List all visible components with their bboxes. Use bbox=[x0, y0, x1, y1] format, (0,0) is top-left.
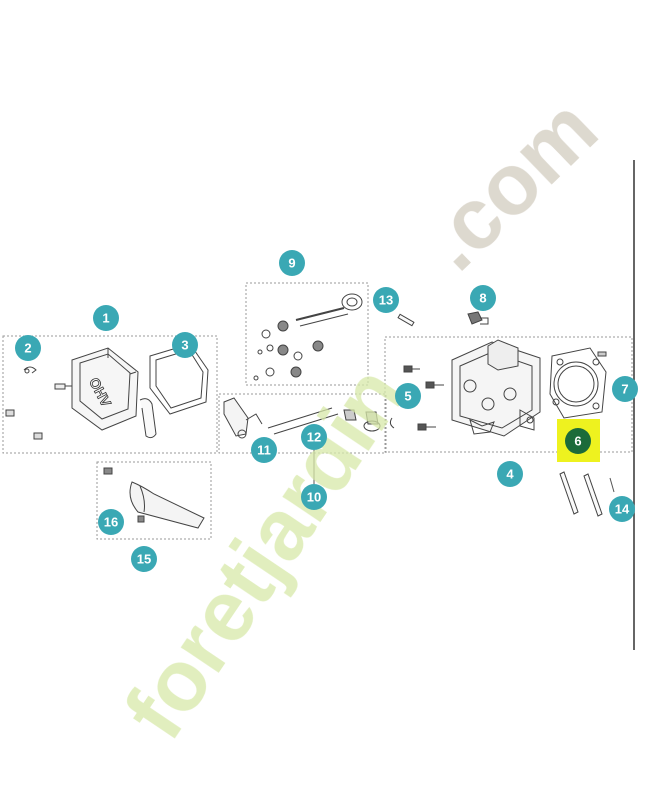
callout-badge-6 bbox=[565, 428, 591, 454]
callout-7: 7 bbox=[612, 376, 638, 402]
callout-1: 1 bbox=[93, 305, 119, 331]
callout-badge-8 bbox=[470, 285, 496, 311]
callout-label-16: 16 bbox=[104, 515, 118, 530]
group-box-shroud bbox=[96, 461, 212, 540]
callout-badge-9 bbox=[279, 250, 305, 276]
callout-label-2: 2 bbox=[24, 341, 31, 356]
callout-label-11: 11 bbox=[257, 443, 271, 458]
callout-badge-7 bbox=[612, 376, 638, 402]
callout-11: 11 bbox=[251, 437, 277, 463]
callout-5: 5 bbox=[395, 383, 421, 409]
callout-12: 12 bbox=[301, 424, 327, 450]
callout-label-5: 5 bbox=[404, 389, 411, 404]
callout-label-15: 15 bbox=[137, 552, 151, 567]
part-push-rods bbox=[267, 407, 381, 435]
part-breather-tube bbox=[139, 398, 157, 439]
callout-14: 14 bbox=[609, 496, 635, 522]
part-1-valve-cover: OHV bbox=[71, 347, 139, 431]
callout-badge-16 bbox=[98, 509, 124, 535]
callout-8: 8 bbox=[470, 285, 496, 311]
part-15-shroud bbox=[103, 467, 205, 529]
part-5-bolts bbox=[389, 365, 444, 431]
part-13-pin bbox=[397, 313, 415, 327]
callout-badge-3 bbox=[172, 332, 198, 358]
part-11-rocker-bracket bbox=[223, 397, 263, 439]
leader-lines bbox=[313, 450, 615, 493]
callout-9: 9 bbox=[279, 250, 305, 276]
callout-badge-14 bbox=[609, 496, 635, 522]
callout-label-14: 14 bbox=[615, 502, 630, 517]
group-box-valves bbox=[245, 282, 369, 386]
part-drawings: OHV bbox=[5, 293, 607, 529]
callout-badge-10 bbox=[301, 484, 327, 510]
group-boxes bbox=[2, 282, 633, 540]
part-14-dowels bbox=[559, 471, 603, 517]
watermark: foretjardin .com bbox=[106, 80, 615, 755]
group-box-valve-cover bbox=[2, 335, 218, 454]
callout-label-6: 6 bbox=[574, 434, 581, 449]
callout-badge-2 bbox=[15, 335, 41, 361]
group-box-rocker bbox=[218, 393, 387, 454]
callout-label-12: 12 bbox=[307, 430, 321, 445]
callout-6: 6 bbox=[565, 428, 591, 454]
watermark-text-com: .com bbox=[405, 80, 616, 288]
part-bolts-left bbox=[5, 383, 72, 440]
callout-2: 2 bbox=[15, 335, 41, 361]
callout-label-8: 8 bbox=[479, 291, 486, 306]
callout-label-3: 3 bbox=[181, 338, 188, 353]
callout-badge-1 bbox=[93, 305, 119, 331]
callout-label-10: 10 bbox=[307, 490, 321, 505]
callout-badge-11 bbox=[251, 437, 277, 463]
part-8-plug bbox=[467, 311, 489, 325]
callout-4: 4 bbox=[497, 461, 523, 487]
callout-badge-12 bbox=[301, 424, 327, 450]
callout-label-13: 13 bbox=[379, 293, 393, 308]
callout-13: 13 bbox=[373, 287, 399, 313]
callout-badge-13 bbox=[373, 287, 399, 313]
callout-16: 16 bbox=[98, 509, 124, 535]
callout-badge-4 bbox=[497, 461, 523, 487]
callout-badge-15 bbox=[131, 546, 157, 572]
callout-badge-5 bbox=[395, 383, 421, 409]
part-6-head-gasket bbox=[549, 347, 607, 419]
callout-label-1: 1 bbox=[102, 311, 109, 326]
callout-3: 3 bbox=[172, 332, 198, 358]
callout-label-4: 4 bbox=[506, 467, 514, 482]
callout-label-9: 9 bbox=[288, 256, 295, 271]
part-9-valves bbox=[253, 293, 363, 381]
callout-15: 15 bbox=[131, 546, 157, 572]
part-4-cylinder-head bbox=[451, 339, 541, 437]
callout-label-7: 7 bbox=[621, 382, 628, 397]
part-2-clip bbox=[23, 366, 37, 374]
callout-10: 10 bbox=[301, 484, 327, 510]
